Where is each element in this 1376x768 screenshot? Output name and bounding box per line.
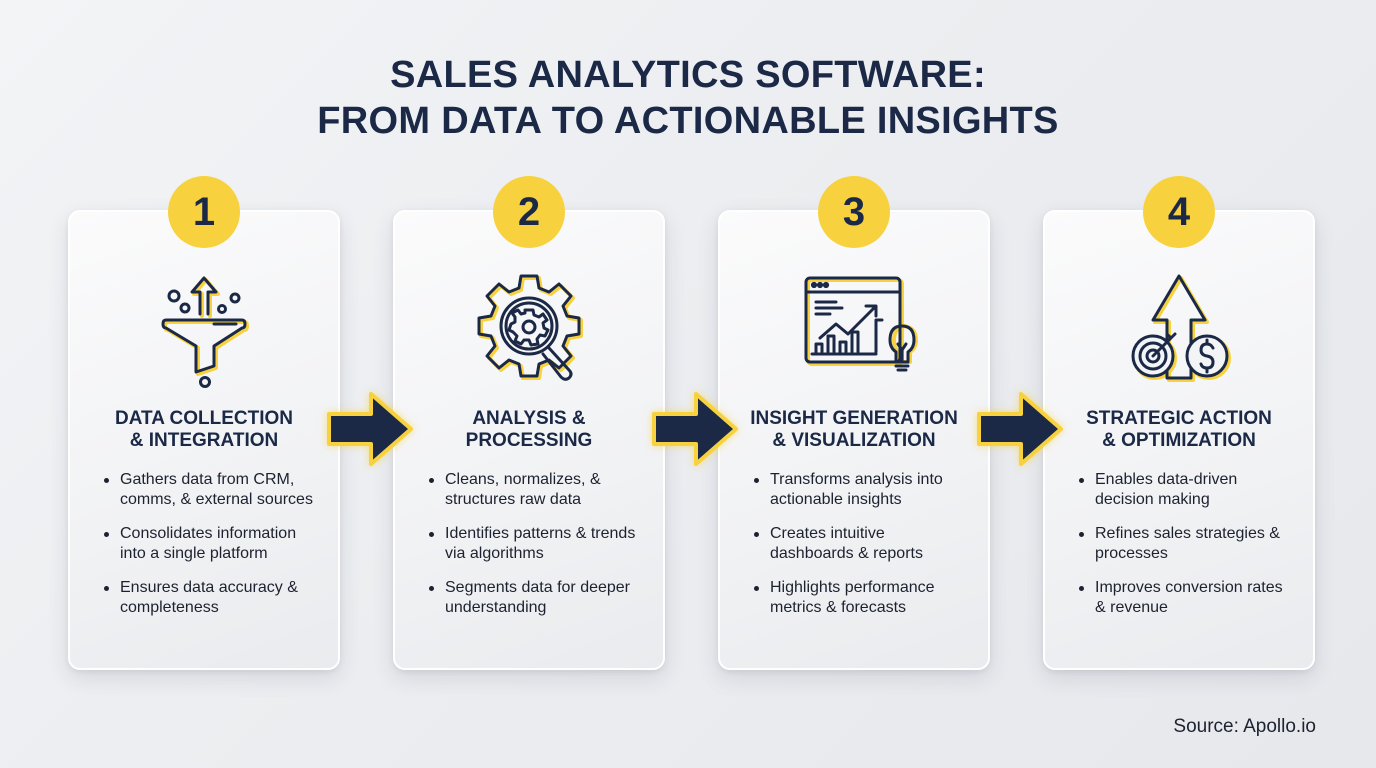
- growth-target-dollar-icon: [1119, 268, 1239, 388]
- step-title: INSIGHT GENERATION & VISUALIZATION: [750, 408, 958, 451]
- bullet-item: Consolidates information into a single p…: [104, 524, 320, 564]
- bullet-item: Identifies patterns & trends via algorit…: [429, 524, 645, 564]
- bullet-item: Creates intuitive dashboards & reports: [754, 524, 970, 564]
- bullet-item: Refines sales strategies & processes: [1079, 524, 1295, 564]
- right-arrow-icon: [650, 390, 740, 468]
- step-bullet-list: Enables data-driven decision making Refi…: [1077, 470, 1295, 632]
- right-arrow-icon: [325, 390, 415, 468]
- bullet-item: Ensures data accuracy & completeness: [104, 578, 320, 618]
- funnel-icon: [144, 268, 264, 388]
- step-card-insight-generation: 3 INSIGHT GENERATION & VISUA: [718, 176, 990, 670]
- title-line-2: FROM DATA TO ACTIONABLE INSIGHTS: [317, 100, 1059, 142]
- title-line-1: SALES ANALYTICS SOFTWARE:: [390, 54, 986, 96]
- step-number-badge: 4: [1143, 176, 1215, 248]
- step-bullet-list: Cleans, normalizes, & structures raw dat…: [427, 470, 645, 632]
- step-card-strategic-action: 4 STRATEGIC ACTION & OPTIMIZATION Enable…: [1043, 176, 1315, 670]
- step-card-data-collection: 1 DATA COLLECTION & INTEGRATION Gathers …: [68, 176, 340, 670]
- bullet-item: Gathers data from CRM, comms, & external…: [104, 470, 320, 510]
- source-attribution: Source: Apollo.io: [1173, 716, 1316, 737]
- bullet-item: Cleans, normalizes, & structures raw dat…: [429, 470, 645, 510]
- gear-magnifier-icon: [469, 268, 589, 388]
- step-number-badge: 3: [818, 176, 890, 248]
- step-number-badge: 2: [493, 176, 565, 248]
- page-title: SALES ANALYTICS SOFTWARE: FROM DATA TO A…: [0, 52, 1376, 144]
- right-arrow-icon: [975, 390, 1065, 468]
- step-number-badge: 1: [168, 176, 240, 248]
- bullet-item: Highlights performance metrics & forecas…: [754, 578, 970, 618]
- bullet-item: Improves conversion rates & revenue: [1079, 578, 1295, 618]
- step-card-analysis: 2 ANALYSIS & PROCESSING Cleans, normaliz…: [393, 176, 665, 670]
- dashboard-lightbulb-icon: [794, 268, 918, 388]
- step-title: STRATEGIC ACTION & OPTIMIZATION: [1086, 408, 1272, 451]
- step-bullet-list: Transforms analysis into actionable insi…: [752, 470, 970, 632]
- step-title: DATA COLLECTION & INTEGRATION: [114, 408, 293, 451]
- step-bullet-list: Gathers data from CRM, comms, & external…: [102, 470, 320, 632]
- step-title: ANALYSIS & PROCESSING: [465, 408, 593, 451]
- bullet-item: Transforms analysis into actionable insi…: [754, 470, 970, 510]
- bullet-item: Enables data-driven decision making: [1079, 470, 1295, 510]
- bullet-item: Segments data for deeper understanding: [429, 578, 645, 618]
